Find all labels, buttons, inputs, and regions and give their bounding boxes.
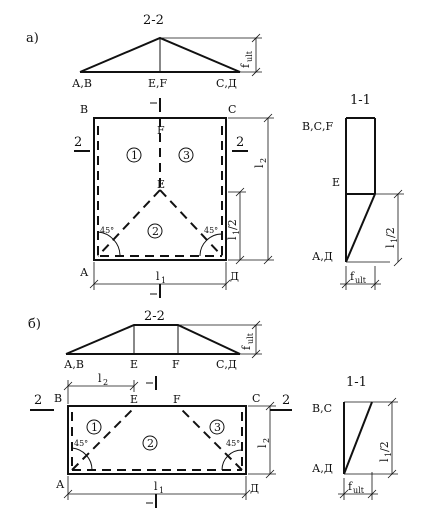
a-zone1-marker bbox=[126, 147, 142, 163]
a-point-e: Е bbox=[157, 178, 165, 191]
b-dim-width bbox=[63, 476, 251, 500]
b-section-side-profile bbox=[338, 397, 398, 500]
svg-text:/2: /2 bbox=[226, 219, 239, 230]
b-section-top-f: F bbox=[172, 358, 180, 371]
b-section-top-profile bbox=[65, 320, 262, 359]
a-zone3-marker bbox=[178, 147, 194, 163]
b-zone3-marker bbox=[209, 419, 225, 435]
a-zone2-label: 2 bbox=[152, 225, 159, 238]
a-section-side-f: f bbox=[350, 270, 355, 283]
a-section-side-top: В,С,F bbox=[302, 120, 333, 133]
b-cut-left-label: 2 bbox=[34, 393, 42, 408]
svg-text:2: 2 bbox=[262, 438, 271, 443]
b-dim-top-label: l bbox=[98, 372, 102, 385]
a-dim-width-label: l bbox=[156, 270, 160, 283]
a-dim-width bbox=[89, 262, 231, 290]
a-angle-right: 45° bbox=[204, 226, 218, 235]
svg-text:ult: ult bbox=[355, 276, 367, 285]
b-dim-height bbox=[248, 401, 276, 479]
a-section-side-title: 1-1 bbox=[350, 93, 371, 108]
b-section-top-f-dim: f ult bbox=[240, 332, 255, 350]
b-zone2-marker bbox=[142, 435, 158, 451]
b-corner-bl: А bbox=[56, 478, 65, 491]
a-section-side-mid: Е bbox=[332, 176, 340, 189]
svg-text:/2: /2 bbox=[384, 227, 397, 238]
svg-text:ult: ult bbox=[353, 486, 365, 495]
b-section-side-dim: l 1 /2 bbox=[378, 441, 393, 462]
b-cut-right-label: 2 bbox=[282, 393, 290, 408]
svg-text:2: 2 bbox=[103, 378, 108, 387]
svg-text:ult: ult bbox=[245, 50, 254, 62]
b-angle-left: 45° bbox=[74, 439, 88, 448]
a-section-top-left: А,В bbox=[72, 77, 92, 90]
a-section-side-profile bbox=[340, 117, 404, 290]
svg-text:f: f bbox=[239, 63, 252, 68]
b-section-side-title: 1-1 bbox=[346, 375, 367, 390]
svg-text:l: l bbox=[226, 236, 239, 240]
b-dim-top bbox=[63, 380, 139, 404]
a-section-top-title: 2-2 bbox=[143, 13, 164, 28]
b-zone1-label: 1 bbox=[91, 421, 98, 434]
b-plan bbox=[67, 405, 247, 475]
a-section-top-f-dim: f ult bbox=[239, 50, 254, 68]
svg-text:1: 1 bbox=[161, 276, 166, 285]
a-dim-height bbox=[228, 113, 274, 265]
a-point-f: F bbox=[157, 124, 165, 137]
b-zone2-label: 2 bbox=[147, 437, 154, 450]
a-corner-bl: А bbox=[80, 266, 89, 279]
svg-text:1: 1 bbox=[384, 452, 393, 457]
a-dim-half-label: l 1 /2 bbox=[226, 219, 241, 240]
a-dim-height-label: l 2 bbox=[253, 158, 268, 168]
a-cut-right-label: 2 bbox=[236, 135, 244, 150]
a-corner-br: Д bbox=[230, 270, 239, 283]
a-section-top-right: С,Д bbox=[216, 77, 237, 90]
svg-text:1: 1 bbox=[390, 238, 399, 243]
svg-text:l: l bbox=[378, 458, 391, 462]
svg-text:1: 1 bbox=[232, 230, 241, 235]
a-plan bbox=[93, 117, 227, 261]
svg-text:1: 1 bbox=[159, 486, 164, 495]
b-corner-br: Д bbox=[250, 482, 259, 495]
b-section-side-bottom: А,Д bbox=[312, 462, 333, 475]
b-section-top-right: С,Д bbox=[216, 358, 237, 371]
svg-text:2: 2 bbox=[259, 158, 268, 163]
a-zone3-label: 3 bbox=[183, 149, 190, 162]
b-section-top-e: Е bbox=[130, 358, 138, 371]
a-zone2-marker bbox=[147, 223, 163, 239]
a-section-side-bottom: А,Д bbox=[312, 250, 333, 263]
a-corner-tl: В bbox=[80, 103, 88, 116]
a-section-top-mid: Е,F bbox=[148, 77, 168, 90]
part-a-label: а) bbox=[26, 31, 39, 46]
b-angle-right: 45° bbox=[226, 439, 240, 448]
b-point-e: Е bbox=[130, 393, 138, 406]
a-section-top-profile bbox=[79, 33, 262, 77]
b-dim-height-label: l 2 bbox=[256, 438, 271, 448]
svg-text:ult: ult bbox=[246, 332, 255, 344]
b-section-side-top: В,С bbox=[312, 402, 332, 415]
svg-text:l: l bbox=[384, 244, 397, 248]
svg-text:/2: /2 bbox=[378, 441, 391, 452]
part-b-label: б) bbox=[28, 317, 41, 332]
a-zone1-label: 1 bbox=[131, 149, 138, 162]
b-corner-tl: В bbox=[54, 392, 62, 405]
b-section-top-title: 2-2 bbox=[144, 309, 165, 324]
b-dim-width-label: l bbox=[154, 480, 158, 493]
b-zone3-label: 3 bbox=[214, 421, 221, 434]
a-corner-tr: С bbox=[228, 103, 236, 116]
b-corner-tr: С bbox=[252, 392, 260, 405]
svg-text:l: l bbox=[256, 444, 269, 448]
svg-text:f: f bbox=[240, 345, 253, 350]
a-angle-left: 45° bbox=[100, 226, 114, 235]
b-point-f: F bbox=[173, 393, 181, 406]
b-zone1-marker bbox=[86, 419, 102, 435]
b-section-top-left: А,В bbox=[64, 358, 84, 371]
a-cut-left-label: 2 bbox=[74, 135, 82, 150]
b-section-side-f: f bbox=[348, 480, 353, 493]
svg-text:l: l bbox=[253, 164, 266, 168]
a-section-side-dim: l 1 /2 bbox=[384, 227, 399, 248]
